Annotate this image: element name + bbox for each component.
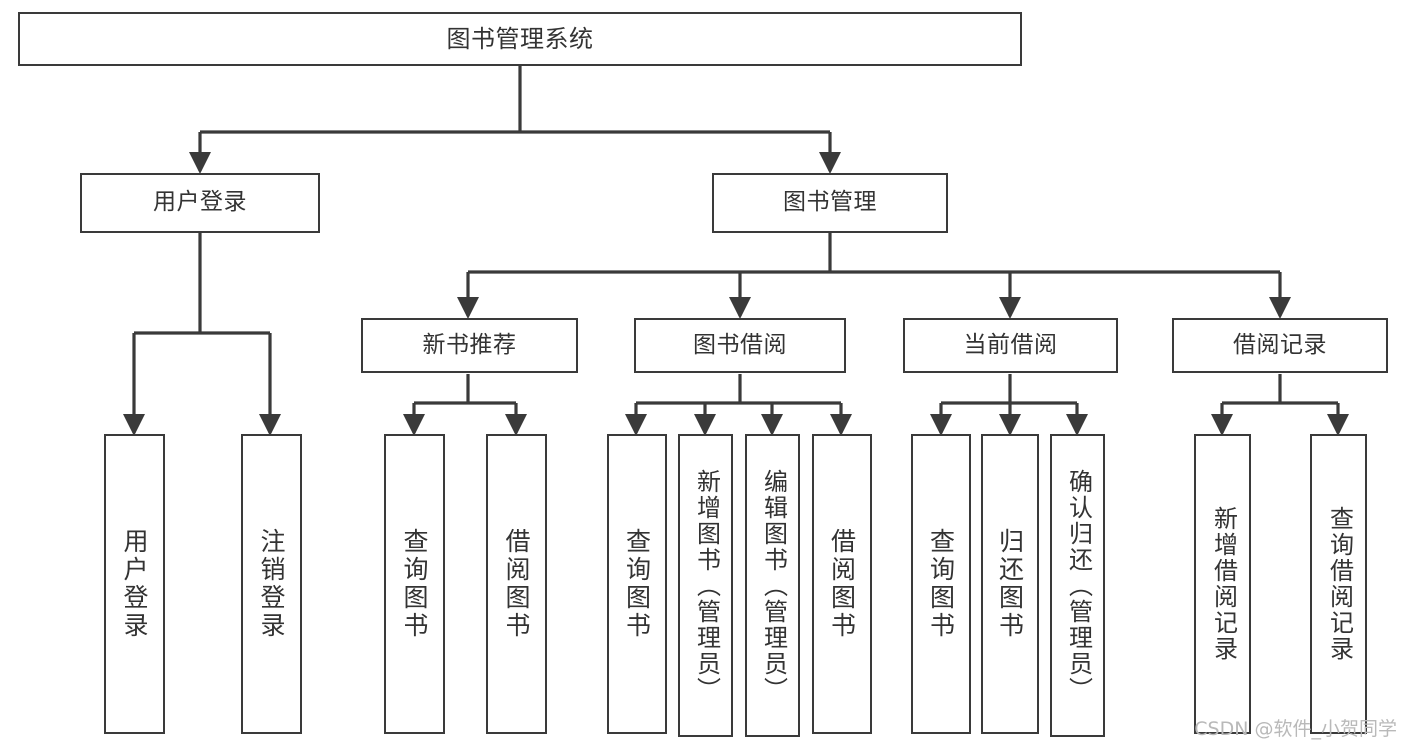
leaf-user-login-login[interactable]: 用户登录 [104, 434, 165, 734]
leaf-current-borrow-query[interactable]: 查询图书 [911, 434, 971, 734]
node-label: 借阅图书 [502, 528, 531, 640]
node-label: 用户登录 [153, 189, 247, 216]
node-label: 借阅记录 [1233, 331, 1327, 358]
node-label: 确认归还（管理员） [1064, 468, 1093, 703]
leaf-new-book-query[interactable]: 查询图书 [384, 434, 445, 734]
node-user-login[interactable]: 用户登录 [80, 173, 320, 233]
leaf-borrow-record-query[interactable]: 查询借阅记录 [1310, 434, 1367, 734]
node-label: 新增图书（管理员） [692, 468, 721, 703]
leaf-current-borrow-return[interactable]: 归还图书 [981, 434, 1039, 734]
node-current-borrow[interactable]: 当前借阅 [903, 318, 1118, 373]
node-label: 当前借阅 [963, 331, 1058, 358]
csdn-watermark: CSDN @软件_小贺同学 [1194, 718, 1397, 740]
node-new-book-recommend[interactable]: 新书推荐 [361, 318, 578, 373]
leaf-new-book-borrow[interactable]: 借阅图书 [486, 434, 547, 734]
node-label: 新书推荐 [422, 331, 517, 358]
node-borrow-record[interactable]: 借阅记录 [1172, 318, 1388, 373]
leaf-book-borrow-query[interactable]: 查询图书 [607, 434, 667, 734]
node-label: 新增借阅记录 [1209, 506, 1238, 662]
node-label: 查询借阅记录 [1325, 506, 1354, 662]
leaf-borrow-record-add[interactable]: 新增借阅记录 [1194, 434, 1251, 734]
leaf-book-borrow-add[interactable]: 新增图书（管理员） [678, 434, 733, 737]
node-book-management[interactable]: 图书管理 [712, 173, 948, 233]
leaf-user-login-logout[interactable]: 注销登录 [241, 434, 302, 734]
node-label: 查询图书 [400, 528, 429, 640]
leaf-current-borrow-confirm-return[interactable]: 确认归还（管理员） [1050, 434, 1105, 737]
node-root-system[interactable]: 图书管理系统 [18, 12, 1022, 66]
node-label: 查询图书 [622, 528, 652, 640]
leaf-book-borrow-borrow[interactable]: 借阅图书 [812, 434, 872, 734]
node-label: 借阅图书 [827, 528, 857, 640]
node-book-borrow[interactable]: 图书借阅 [634, 318, 846, 373]
node-label: 查询图书 [926, 528, 956, 640]
node-label: 图书管理系统 [446, 24, 594, 53]
node-label: 用户登录 [120, 528, 149, 640]
leaf-book-borrow-edit[interactable]: 编辑图书（管理员） [745, 434, 800, 737]
node-label: 编辑图书（管理员） [759, 468, 788, 703]
node-label: 注销登录 [257, 528, 286, 640]
node-label: 图书借阅 [693, 331, 787, 358]
node-label: 归还图书 [995, 528, 1025, 640]
node-label: 图书管理 [783, 189, 877, 216]
